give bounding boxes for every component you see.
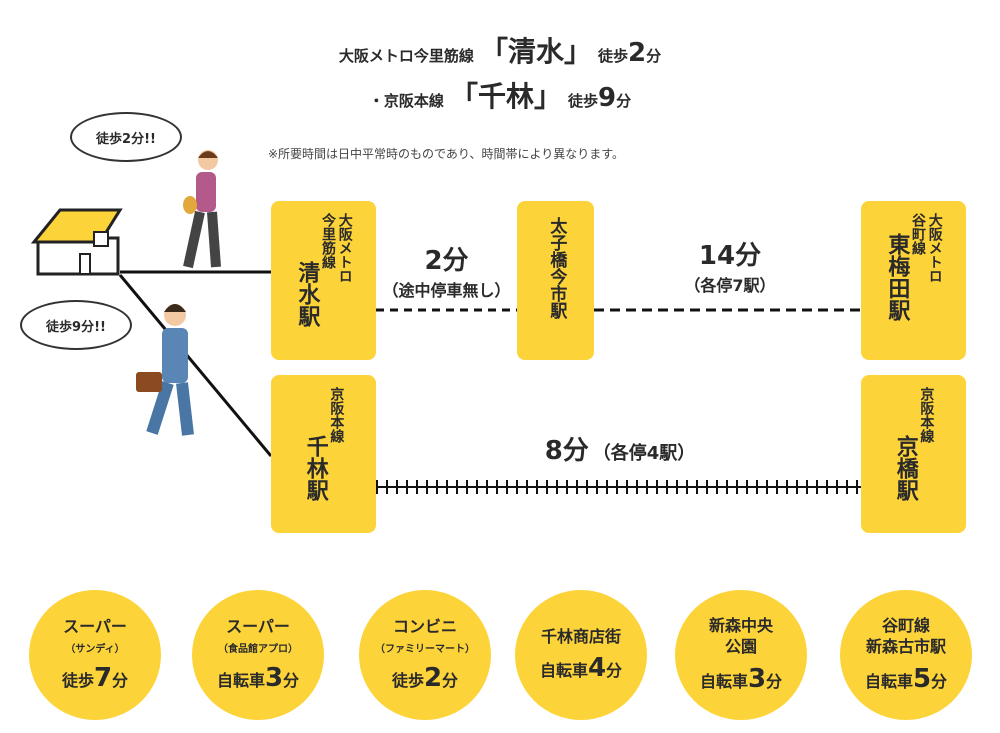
station-kyobashi: 京橋駅 京阪本線 bbox=[861, 375, 966, 533]
facility-time: 自転車5分 bbox=[865, 664, 947, 694]
line-name: 京阪本線 bbox=[918, 387, 935, 443]
station-senbayashi: 千林駅 京阪本線 bbox=[271, 375, 376, 533]
station-name: 「清水」 bbox=[479, 35, 592, 68]
speech-bubble-top: 徒歩2分!! bbox=[70, 112, 182, 162]
house-icon bbox=[30, 208, 123, 276]
unit: 分 bbox=[646, 47, 662, 65]
station-name: 「千林」 bbox=[449, 80, 562, 113]
minutes: 3 bbox=[264, 662, 284, 693]
line-name: 大阪メトロ今里筋線 bbox=[338, 47, 474, 65]
facility-time: 自転車3分 bbox=[217, 663, 299, 693]
facility-shinmori-furuichi-station: 谷町線 新森古市駅 自転車5分 bbox=[840, 590, 972, 720]
facility-sub: （サンディ） bbox=[65, 643, 125, 655]
segment-shimizu-taishibashi: 2分 （途中停車無し） bbox=[376, 240, 517, 301]
segment-time: 8分 bbox=[544, 436, 589, 466]
facility-shinmori-park: 新森中央 公園 自転車3分 bbox=[675, 590, 807, 720]
facility-time: 自転車3分 bbox=[700, 664, 782, 694]
minutes: 4 bbox=[587, 653, 607, 684]
businessman-walking-icon bbox=[136, 304, 194, 436]
segment-senbayashi-kyobashi: 8分 （各停4駅） bbox=[500, 430, 740, 467]
unit: 分 bbox=[766, 671, 783, 691]
unit: 分 bbox=[606, 661, 623, 681]
line-name: 谷町線 bbox=[910, 213, 927, 255]
facility-convenience-store: コンビニ （ファミリーマート） 徒歩2分 bbox=[359, 590, 491, 720]
unit: 分 bbox=[283, 670, 300, 690]
facility-supermarket-sandy: スーパー （サンディ） 徒歩7分 bbox=[29, 590, 161, 720]
facility-time: 徒歩2分 bbox=[392, 663, 458, 693]
station-name: 清水駅 bbox=[294, 261, 320, 327]
minutes: 2 bbox=[423, 662, 443, 693]
facility-sub: （ファミリーマート） bbox=[375, 643, 475, 655]
mode: 自転車 bbox=[699, 671, 748, 691]
station-name: 太子橋今市駅 bbox=[546, 217, 567, 319]
segment-detail: （各停7駅） bbox=[684, 276, 776, 295]
facility-time: 自転車4分 bbox=[540, 653, 622, 683]
facility-name: 新森中央 bbox=[708, 616, 773, 636]
unit: 分 bbox=[112, 670, 129, 690]
facility-sub: （食品館アプロ） bbox=[218, 643, 298, 655]
header-line-2: ・京阪本線「千林」徒歩9分 bbox=[0, 75, 1000, 115]
facility-name: 千林商店街 bbox=[540, 626, 621, 646]
facility-senbayashi-shopping-street: 千林商店街 自転車4分 bbox=[515, 590, 647, 720]
facility-name: スーパー bbox=[63, 617, 127, 637]
station-higashiumeda: 東梅田駅 谷町線 大阪メトロ bbox=[861, 201, 966, 360]
facility-name: スーパー bbox=[226, 617, 290, 637]
segment-time: 2分 bbox=[424, 246, 469, 276]
mode: 徒歩 bbox=[61, 670, 94, 690]
unit: 分 bbox=[442, 670, 459, 690]
station-name: 京橋駅 bbox=[892, 435, 918, 501]
mode: 自転車 bbox=[539, 661, 588, 681]
walk-label: 徒歩 bbox=[597, 47, 628, 65]
facility-name: コンビニ bbox=[392, 617, 457, 637]
mode: 自転車 bbox=[864, 671, 913, 691]
station-name: 千林駅 bbox=[302, 435, 328, 501]
line-name: 今里筋線 bbox=[320, 213, 337, 269]
minutes: 5 bbox=[912, 663, 932, 694]
station-taishibashi: 太子橋今市駅 bbox=[517, 201, 594, 360]
line-name: ・京阪本線 bbox=[368, 92, 444, 110]
line-name: 大阪メトロ bbox=[926, 213, 943, 283]
mode: 徒歩 bbox=[391, 670, 424, 690]
segment-detail: （途中停車無し） bbox=[382, 281, 511, 300]
minutes: 2 bbox=[627, 38, 647, 68]
facility-time: 徒歩7分 bbox=[62, 663, 128, 693]
segment-taishibashi-higashiumeda: 14分 （各停7駅） bbox=[620, 235, 840, 296]
speech-bubble-bottom: 徒歩9分!! bbox=[20, 300, 132, 350]
walk-line-senbayashi bbox=[118, 274, 273, 457]
station-shimizu: 清水駅 今里筋線 大阪メトロ bbox=[271, 201, 376, 360]
time-note: ※所要時間は日中平常時のものであり、時間帯により異なります。 bbox=[268, 147, 625, 161]
facility-name-2: 公園 bbox=[724, 637, 757, 656]
station-name: 東梅田駅 bbox=[884, 233, 910, 321]
facility-name-2: 新森古市駅 bbox=[865, 637, 946, 656]
header-line-1: 大阪メトロ今里筋線「清水」徒歩2分 bbox=[0, 30, 1000, 70]
mode: 自転車 bbox=[216, 670, 265, 690]
segment-time: 14分 bbox=[698, 241, 762, 271]
walk-label: 徒歩 bbox=[567, 92, 598, 110]
segment-detail: （各停4駅） bbox=[592, 443, 696, 464]
woman-walking-icon bbox=[183, 150, 221, 269]
minutes: 3 bbox=[747, 663, 767, 694]
minutes: 9 bbox=[597, 83, 617, 113]
line-name: 京阪本線 bbox=[328, 387, 345, 443]
facility-supermarket-apuro: スーパー （食品館アプロ） 自転車3分 bbox=[192, 590, 324, 720]
facility-name: 谷町線 bbox=[881, 616, 930, 636]
unit: 分 bbox=[616, 92, 632, 110]
line-name: 大阪メトロ bbox=[336, 213, 353, 283]
unit: 分 bbox=[931, 671, 948, 691]
minutes: 7 bbox=[93, 662, 113, 693]
